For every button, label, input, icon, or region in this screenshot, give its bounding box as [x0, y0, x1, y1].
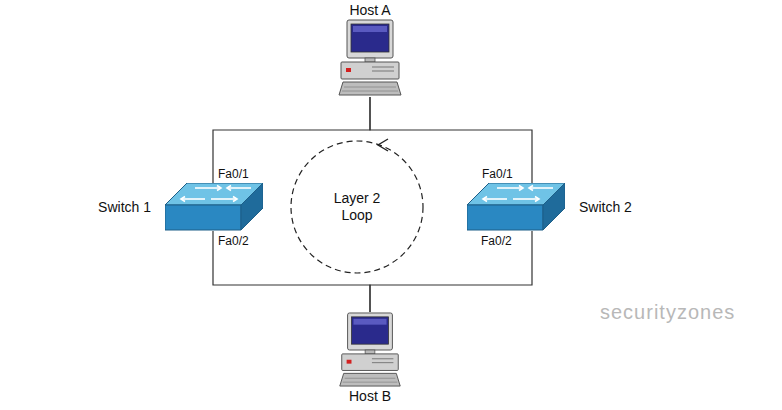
host-node: Host B [338, 312, 402, 405]
host-computer [338, 312, 402, 388]
network-link [213, 231, 370, 312]
port-label: Fa0/1 [218, 167, 249, 181]
host-node: Host A [338, 2, 402, 97]
network-link [213, 97, 370, 183]
node-label: Host A [349, 2, 390, 19]
port-label: Fa0/1 [482, 167, 513, 181]
network-link [370, 97, 532, 183]
switch-node: Switch 1 [98, 183, 263, 231]
node-label: Host B [349, 388, 391, 405]
node-label: Switch 1 [98, 199, 151, 216]
loop-label: Layer 2 Loop [326, 190, 388, 224]
port-label: Fa0/2 [481, 234, 512, 248]
switch-icon [467, 183, 565, 231]
loop-arrowhead [378, 139, 388, 151]
switch-icon [165, 183, 263, 231]
watermark: securityzones [600, 300, 735, 324]
loop-circle [291, 141, 423, 273]
port-label: Fa0/2 [218, 234, 249, 248]
node-label: Switch 2 [579, 199, 632, 216]
host-computer [338, 19, 402, 97]
switch-node: Switch 2 [467, 183, 632, 231]
network-link [370, 231, 532, 312]
